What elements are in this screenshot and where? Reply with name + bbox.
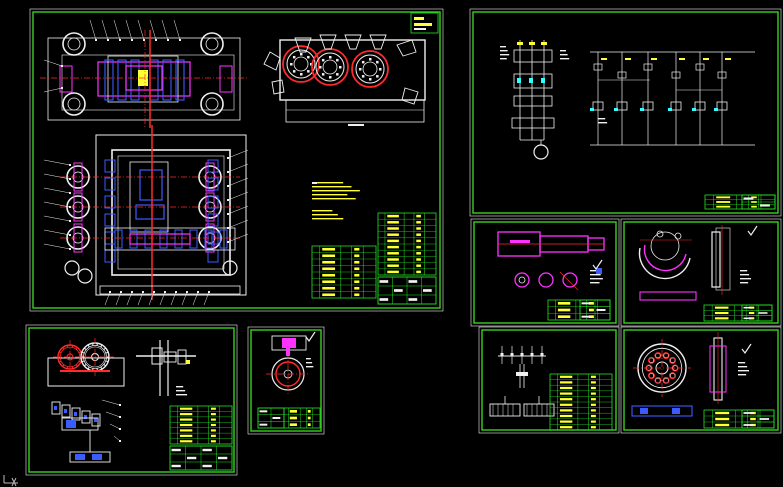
power-circuit (500, 40, 570, 160)
title-block (741, 304, 773, 322)
parts-list (311, 245, 377, 299)
small-gear-view (266, 335, 314, 396)
flange-views (638, 225, 752, 301)
control-circuit-section (590, 51, 755, 146)
sheet-flange-part[interactable] (620, 218, 782, 327)
pulley-blocks (489, 396, 555, 417)
front-view (43, 125, 249, 306)
gear-view (633, 339, 691, 397)
parts-list (283, 407, 321, 429)
parts-list (169, 405, 233, 445)
ucs-axis-icon (3, 475, 18, 487)
check-mark-icon (741, 343, 752, 355)
title-block (741, 409, 775, 429)
exploded-parts (51, 399, 121, 463)
sheet-small-gear[interactable] (247, 326, 325, 435)
side-view (263, 34, 426, 126)
sheet-control-circuit[interactable] (478, 326, 620, 434)
gear-pair-view (47, 338, 125, 387)
sheet-label-box (410, 12, 439, 34)
sheet-gear-transmission[interactable] (25, 324, 238, 476)
technical-notes (312, 182, 360, 220)
parts-list (377, 212, 437, 276)
sheet-assembly-main[interactable] (29, 8, 444, 312)
check-mark-icon (592, 259, 603, 271)
shaft-assembly (136, 340, 196, 396)
check-mark-icon (747, 225, 758, 237)
control-wiring (498, 346, 546, 388)
shaft-view (497, 231, 605, 291)
sheet-disc-part[interactable] (620, 326, 782, 434)
title-block (257, 407, 285, 429)
sheet-shaft-part[interactable] (470, 218, 620, 327)
sheet-electrical-schematic[interactable] (469, 8, 782, 217)
disc-views (631, 332, 750, 417)
top-view (40, 19, 248, 128)
check-mark-icon (305, 331, 316, 343)
gear-view (76, 338, 114, 376)
parts-list (549, 373, 613, 431)
title-block (579, 299, 611, 321)
title-block (377, 276, 437, 305)
title-block (169, 445, 233, 471)
title-block (741, 194, 776, 210)
